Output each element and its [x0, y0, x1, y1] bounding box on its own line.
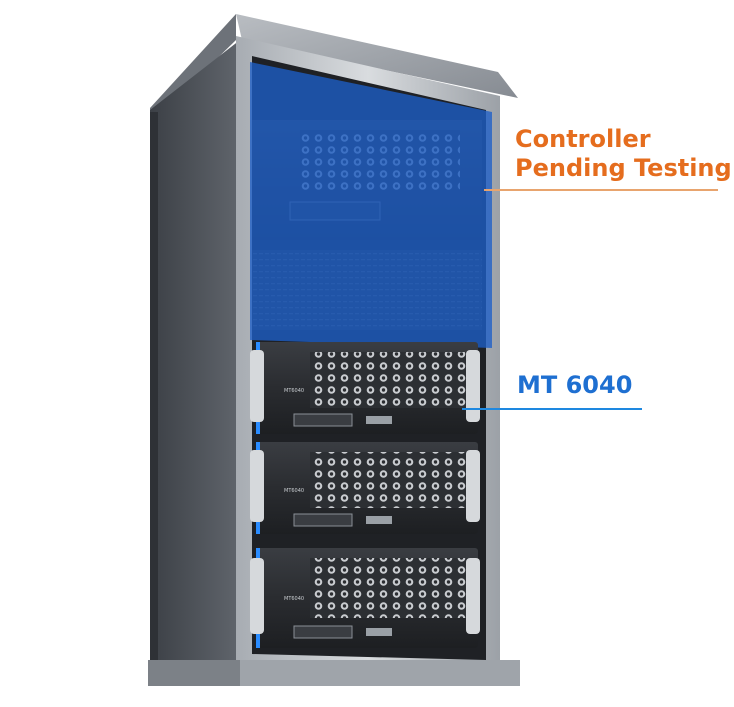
cabinet-roof [236, 14, 518, 98]
controller-highlight-overlay [250, 62, 492, 348]
controller-callout-line1: Controller [515, 125, 651, 153]
device-front-label: MT6040 [284, 388, 304, 394]
device-leader-line [462, 408, 642, 410]
controller-callout: Controller Pending Testing [515, 125, 732, 183]
device-callout: MT 6040 [517, 371, 633, 399]
device-front-label: MT6040 [284, 488, 304, 494]
controller-leader-line [484, 189, 718, 191]
cabinet-side-panel [150, 40, 240, 660]
device-front-label: MT6040 [284, 596, 304, 602]
device-unit-2: MT6040 [250, 442, 480, 534]
controller-callout-line2: Pending Testing [515, 154, 732, 182]
device-unit-1: MT6040 [250, 342, 480, 434]
device-unit-3: MT6040 [250, 548, 480, 648]
cabinet-plinth [148, 660, 520, 686]
